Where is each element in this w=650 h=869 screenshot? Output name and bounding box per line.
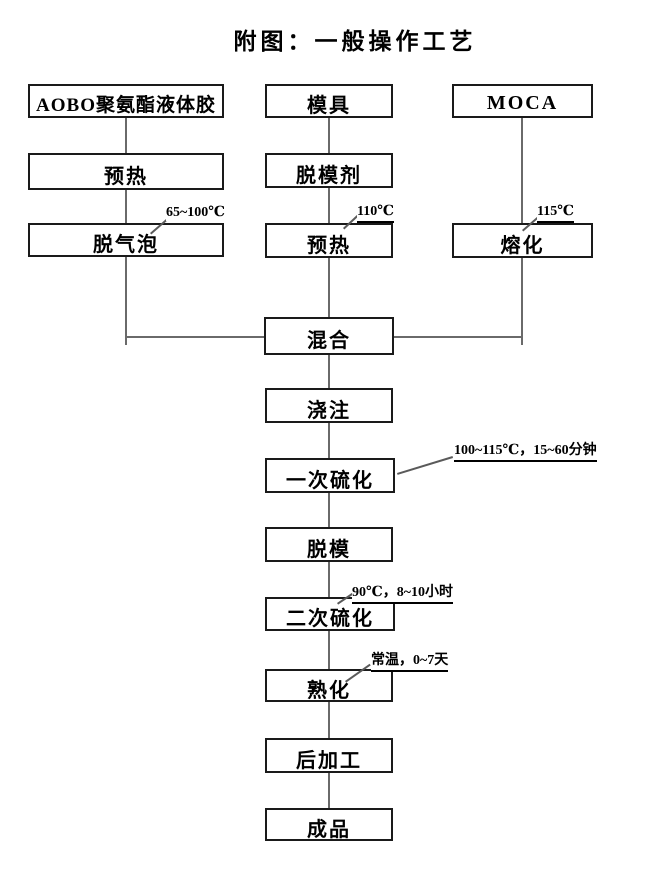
node-post-process-label: 后加工 <box>296 749 362 772</box>
node-pour: 浇注 <box>265 388 393 423</box>
leader-first-cure-condition <box>397 456 454 475</box>
node-pour-label: 浇注 <box>307 399 351 422</box>
node-release-agent-label: 脱模剂 <box>296 164 362 187</box>
page-title: 附图：一般操作工艺 <box>233 29 477 54</box>
connector-degas-down <box>125 257 127 345</box>
node-preheat-glue: 预热 <box>28 153 224 190</box>
annotation-melt-temp: 115℃ <box>537 203 575 223</box>
node-degas-label: 脱气泡 <box>93 234 159 256</box>
connector-melt-down <box>521 258 523 345</box>
node-mix: 混合 <box>264 317 394 355</box>
connector-right-to-mix <box>394 336 523 338</box>
node-post-process: 后加工 <box>265 738 393 773</box>
annotation-first-cure-condition: 100~115℃，15~60分钟 <box>454 439 597 462</box>
node-preheat-mold-label: 预热 <box>307 234 351 257</box>
connector-mature-postprocess <box>328 702 330 738</box>
connector-pour-firstcure <box>328 423 330 458</box>
node-degas: 脱气泡 <box>28 223 224 257</box>
node-preheat-mold: 预热 <box>265 223 393 258</box>
node-release-agent: 脱模剂 <box>265 153 393 188</box>
connector-preheat-degas <box>125 190 127 223</box>
annotation-mold-preheat-temp: 110℃ <box>357 203 395 223</box>
connector-mold-release <box>328 118 330 153</box>
node-mature-label: 熟化 <box>307 679 351 702</box>
node-finished-product-label: 成品 <box>307 818 351 841</box>
connector-preheat-mix <box>328 258 330 317</box>
connector-mix-pour <box>328 355 330 388</box>
annotation-second-cure-condition: 90℃，8~10小时 <box>352 581 454 604</box>
connector-firstcure-demold <box>328 493 330 527</box>
connector-aobo-preheat <box>125 118 127 153</box>
node-moca: MOCA <box>452 84 593 118</box>
node-preheat-glue-label: 预热 <box>104 165 148 188</box>
node-demold-label: 脱模 <box>307 538 351 561</box>
node-first-cure: 一次硫化 <box>265 458 395 493</box>
node-first-cure-label: 一次硫化 <box>286 469 374 492</box>
node-aobo-label: AOBO聚氨酯液体胶 <box>36 95 216 116</box>
connector-release-preheat <box>328 188 330 223</box>
node-demold: 脱模 <box>265 527 393 562</box>
node-mold: 模具 <box>265 84 393 118</box>
connector-demold-secondcure <box>328 562 330 597</box>
node-moca-label: MOCA <box>486 92 559 114</box>
connector-secondcure-mature <box>328 631 330 669</box>
node-mature: 熟化 <box>265 669 393 702</box>
node-finished-product: 成品 <box>265 808 393 841</box>
node-melt: 熔化 <box>452 223 593 258</box>
connector-postprocess-product <box>328 773 330 808</box>
connector-left-to-mix <box>125 336 264 338</box>
node-mold-label: 模具 <box>307 95 351 117</box>
annotation-mature-condition: 常温，0~7天 <box>371 649 449 672</box>
node-aobo: AOBO聚氨酯液体胶 <box>28 84 224 118</box>
node-second-cure-label: 二次硫化 <box>286 608 374 630</box>
node-mix-label: 混合 <box>307 330 351 352</box>
connector-moca-melt <box>521 118 523 223</box>
annotation-degas-temp: 65~100℃ <box>166 204 226 221</box>
node-melt-label: 熔化 <box>500 234 545 257</box>
